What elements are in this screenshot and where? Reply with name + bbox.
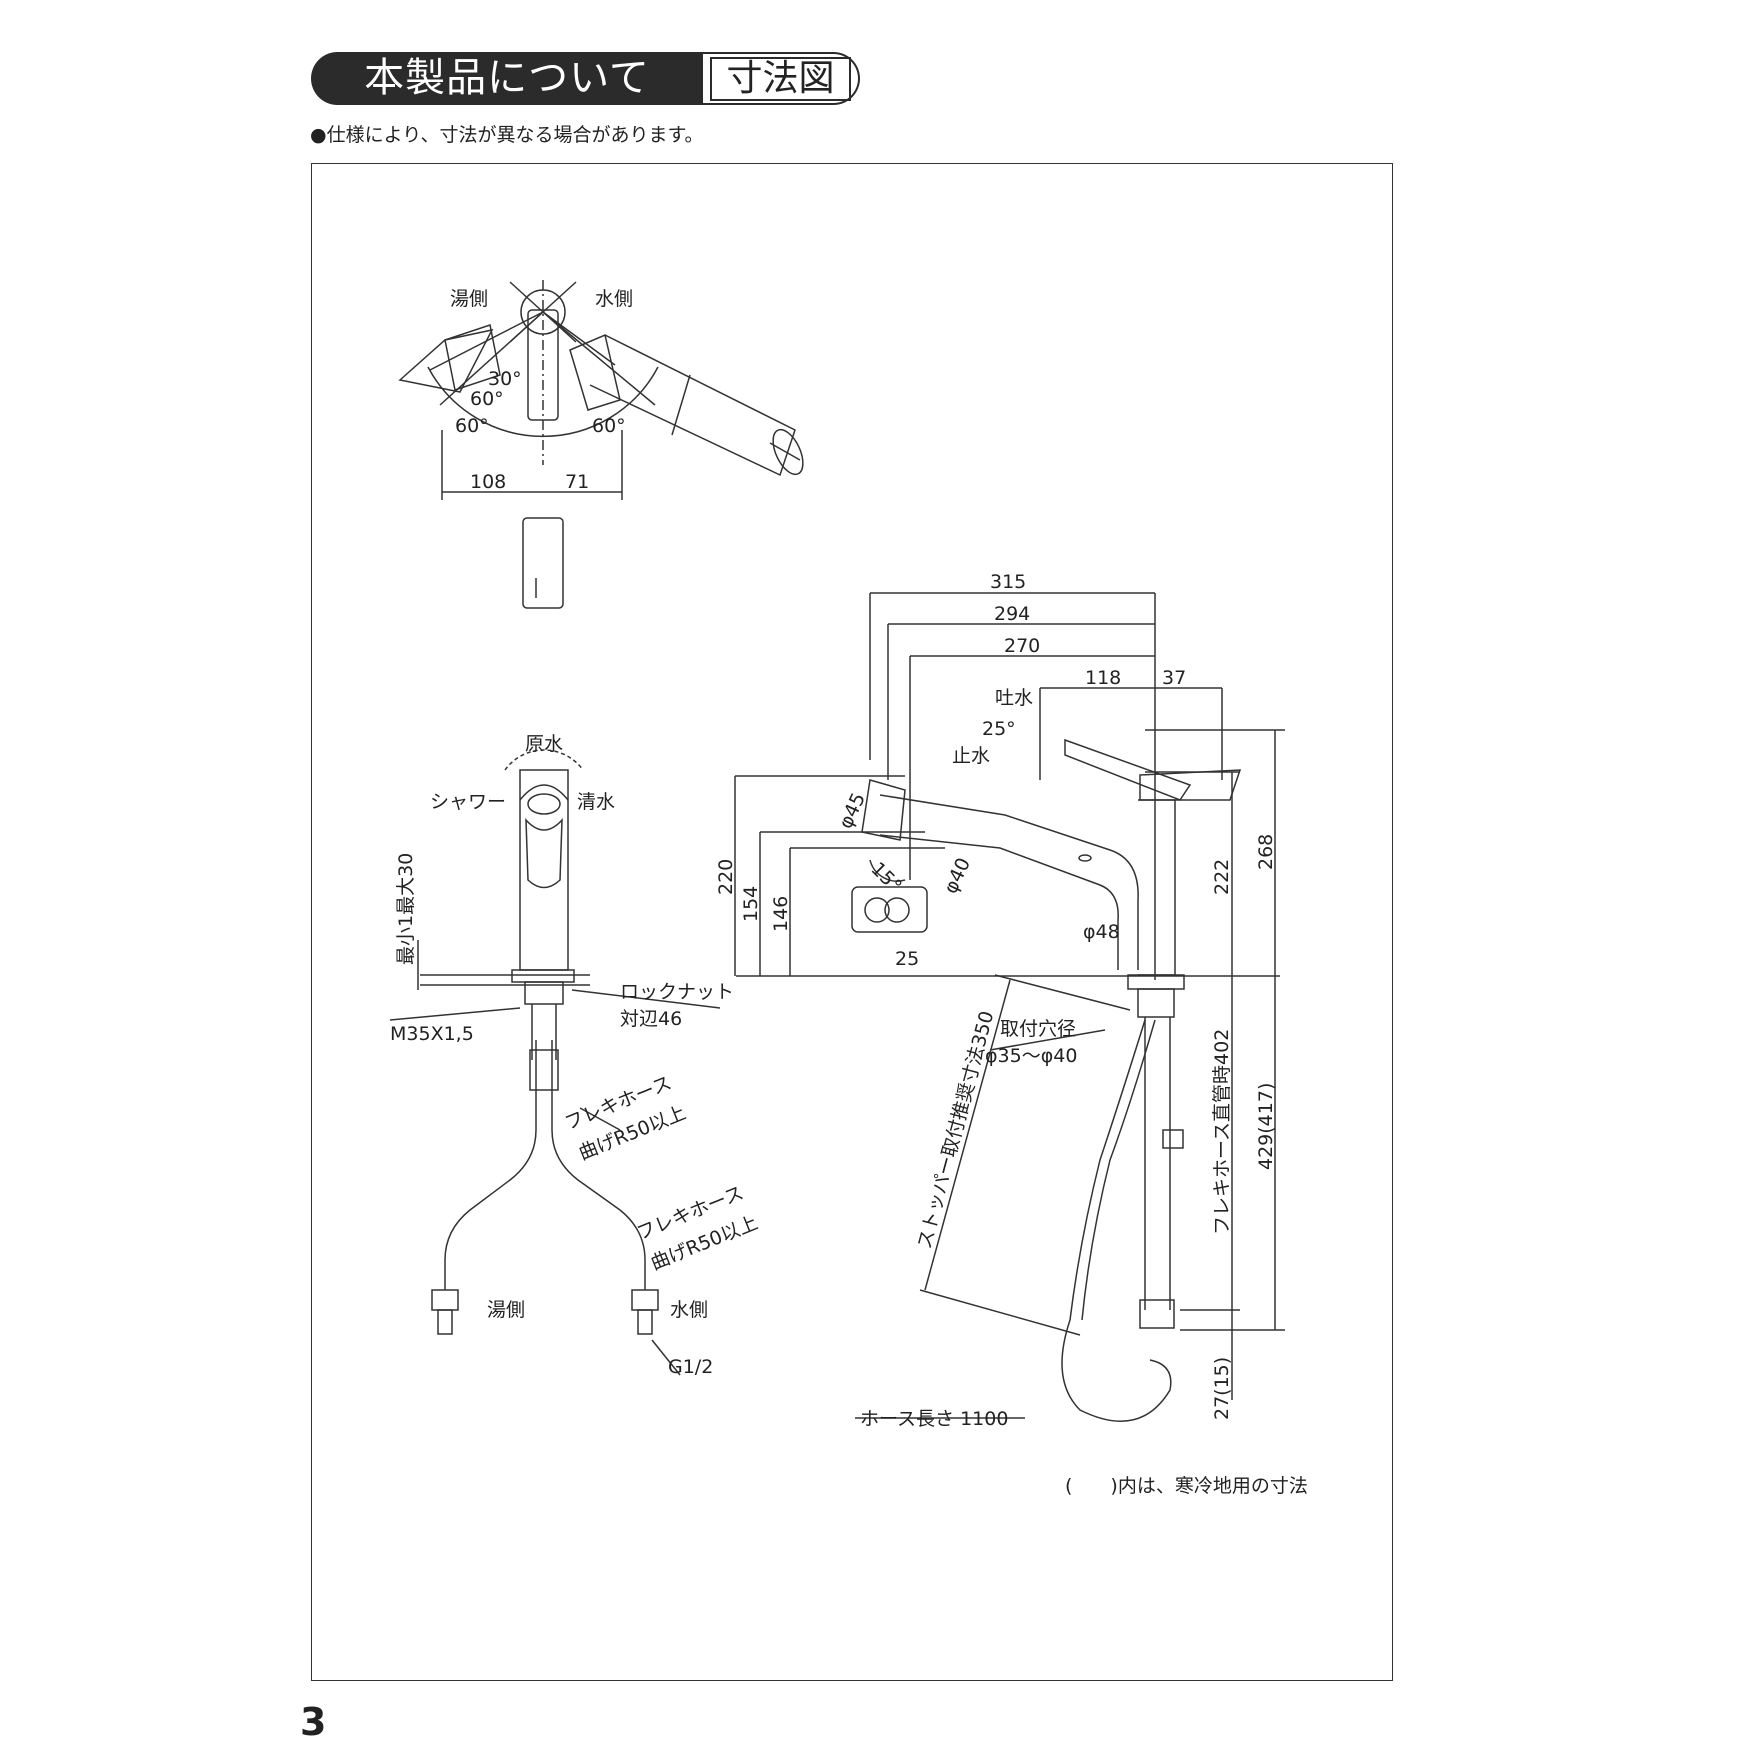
spout-top (879, 794, 1139, 970)
section-header: 本製品について 寸法図 (311, 52, 862, 105)
pull-hose-inner (1081, 1019, 1156, 1321)
dim-429-label: 429(417) (1255, 1083, 1277, 1170)
stopper-label: ストッパー取付推奨寸法350 (914, 1009, 999, 1252)
front-cold-label: 水側 (670, 1299, 708, 1321)
dim-146-label: 146 (770, 896, 792, 932)
page-number: 3 (300, 1700, 327, 1744)
cold-region-note: ( )内は、寒冷地用の寸法 (1065, 1475, 1308, 1497)
dim-222-label: 222 (1211, 859, 1233, 895)
seisui-label: 清水 (577, 791, 615, 813)
hot-hose (444, 1040, 537, 1290)
cold-hose (551, 1040, 646, 1290)
angle-60-label: 60° (592, 415, 626, 437)
thread-label: M35X1,5 (390, 1023, 474, 1045)
spec-note: ●仕様により、寸法が異なる場合があります。 (310, 124, 704, 146)
spout-bottom (879, 834, 1119, 970)
body-top-curve (519, 784, 569, 801)
spout-slot (769, 442, 801, 461)
shisui-label: 止水 (952, 745, 990, 767)
dim-27-label: 27(15) (1211, 1357, 1233, 1420)
spout-mark (1078, 854, 1092, 862)
dim-268-label: 268 (1255, 834, 1277, 870)
front-lever (525, 817, 563, 889)
spout-seam (671, 374, 691, 436)
lever-hot-outline (398, 328, 494, 393)
dim-350 (924, 979, 1011, 1291)
section-subtitle: 寸法図 (710, 57, 851, 101)
swing-arc (427, 366, 659, 438)
spray-head (861, 779, 906, 841)
dim-ext (919, 1289, 1081, 1336)
genmizu-label: 原水 (525, 733, 563, 755)
flex-straight-label: フレキホース直管時402 (1211, 1029, 1233, 1235)
angle-line (542, 311, 616, 366)
lock-nut (524, 981, 564, 1005)
lever-cap (527, 793, 561, 815)
phi40-label: φ40 (940, 855, 975, 898)
dim-154-label: 154 (740, 886, 762, 922)
side-nut (1137, 988, 1175, 1018)
dim-294-label: 294 (994, 603, 1030, 625)
pull-hose (1061, 1019, 1172, 1422)
lock-nut-size-label: 対辺46 (620, 1008, 682, 1030)
g12-label: G1/2 (668, 1356, 713, 1378)
dim-ext (994, 974, 1131, 1011)
top-view (398, 280, 804, 609)
leader (579, 1107, 621, 1131)
dim-220-label: 220 (715, 859, 737, 895)
lever-hot (444, 324, 501, 391)
spray-button (864, 897, 890, 923)
leader (989, 1029, 1106, 1051)
min-max-label: 最小1最大30 (395, 853, 417, 965)
spray-button (884, 897, 910, 923)
angle-30-label: 30° (488, 368, 522, 390)
dim-315-label: 315 (990, 571, 1026, 593)
toushi-label: 吐水 (995, 687, 1033, 709)
top-cold-label: 水側 (595, 288, 633, 310)
angle-line (542, 311, 656, 406)
lock-nut-label: ロックナット (620, 981, 734, 1003)
side-valve (1139, 1299, 1175, 1329)
angle-60-label: 60° (455, 415, 489, 437)
angle-60-label: 60° (470, 388, 504, 410)
dim-270-label: 270 (1004, 635, 1040, 657)
spout-head (772, 428, 804, 476)
section-title: 本製品について (311, 52, 703, 105)
front-view (389, 749, 721, 1376)
phi48-label: φ48 (1083, 921, 1120, 943)
phi45-label: φ45 (835, 790, 870, 833)
dim-71-label: 71 (565, 471, 589, 493)
hose-weight (1162, 1129, 1184, 1149)
lever-center (527, 309, 559, 421)
side-view (734, 592, 1285, 1422)
cold-valve-stem (637, 1309, 653, 1335)
top-hot-label: 湯側 (450, 288, 488, 310)
leader (651, 1339, 681, 1376)
mount-hole-label: 取付穴径 (1000, 1018, 1076, 1040)
dim-25-label: 25 (895, 948, 919, 970)
spray-face (851, 886, 928, 933)
hose-fitting (529, 1049, 559, 1091)
dim-118-label: 118 (1085, 667, 1121, 689)
section-subtitle-box: 寸法図 (703, 52, 860, 105)
mount-hole-size-label: φ35〜φ40 (985, 1045, 1077, 1067)
spout-lower (522, 517, 564, 609)
angle-25-label: 25° (982, 718, 1016, 740)
dim-108-label: 108 (470, 471, 506, 493)
front-hot-label: 湯側 (487, 1299, 525, 1321)
angle-arc-15 (869, 859, 906, 882)
leader (571, 989, 721, 1009)
drawing-frame (311, 163, 1393, 1681)
angle-15-label: 15° (866, 858, 905, 897)
mode-arc (504, 749, 584, 771)
shower-label: シャワー (430, 791, 506, 813)
hot-valve-stem (437, 1309, 453, 1335)
leader (389, 1007, 521, 1021)
hose-length-label: ホース長さ 1100 (860, 1408, 1008, 1430)
dim-37-label: 37 (1162, 667, 1186, 689)
